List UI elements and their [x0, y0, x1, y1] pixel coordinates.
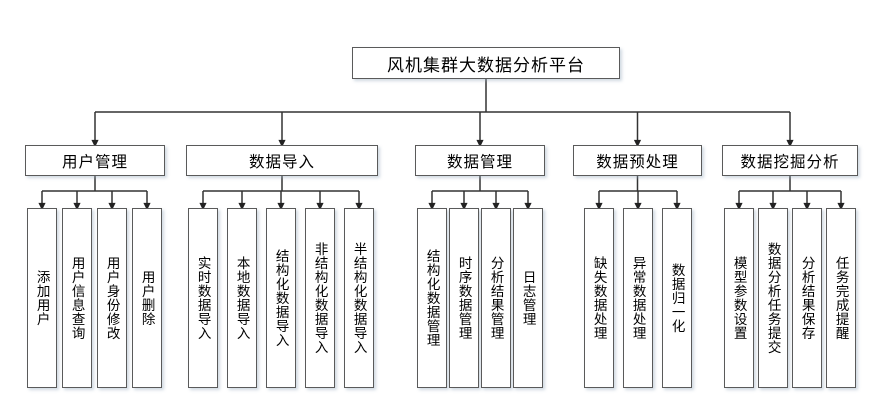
leaf-node[interactable]: 日志管理: [513, 208, 543, 388]
group-node-data-preprocessing[interactable]: 数据预处理: [573, 145, 702, 176]
leaf-node-label: 异常数据处理: [630, 256, 646, 340]
leaf-node[interactable]: 异常数据处理: [623, 208, 653, 388]
group-node-label: 用户管理: [61, 153, 128, 171]
leaf-node[interactable]: 非结构化数据导入: [305, 208, 335, 388]
leaf-node-label: 缺失数据处理: [591, 256, 607, 340]
leaf-node[interactable]: 数据分析任务提交: [758, 208, 788, 388]
leaf-node[interactable]: 结构化数据管理: [417, 208, 447, 388]
leaf-node-label: 数据归一化: [669, 263, 685, 333]
leaf-node-label: 分析结果管理: [488, 256, 504, 340]
leaf-node[interactable]: 用户删除: [132, 208, 162, 388]
leaf-node-label: 时序数据管理: [456, 256, 472, 340]
leaf-node[interactable]: 时序数据管理: [449, 208, 479, 388]
leaf-node-label: 本地数据导入: [234, 256, 250, 340]
group-node-data-mining-analysis[interactable]: 数据挖掘分析: [722, 145, 858, 176]
group-node-data-management[interactable]: 数据管理: [415, 145, 545, 176]
leaf-node-label: 实时数据导入: [195, 256, 211, 340]
leaf-node[interactable]: 用户信息查询: [62, 208, 92, 388]
leaf-node-label: 用户删除: [139, 270, 155, 326]
leaf-node[interactable]: 模型参数设置: [724, 208, 754, 388]
leaf-node[interactable]: 任务完成提醒: [826, 208, 856, 388]
leaf-node-label: 非结构化数据导入: [312, 242, 328, 354]
leaf-node-label: 添加用户: [34, 270, 50, 326]
leaf-node-label: 结构化数据导入: [273, 249, 289, 347]
root-node-label: 风机集群大数据分析平台: [387, 55, 585, 75]
leaf-node-label: 数据分析任务提交: [765, 242, 781, 354]
leaf-node-label: 任务完成提醒: [833, 256, 849, 340]
leaf-node-label: 模型参数设置: [731, 256, 747, 340]
leaf-node[interactable]: 半结构化数据导入: [344, 208, 374, 388]
leaf-node-label: 用户身份修改: [104, 256, 120, 340]
leaf-node-label: 半结构化数据导入: [351, 242, 367, 354]
group-node-user-management[interactable]: 用户管理: [25, 145, 165, 176]
group-node-label: 数据预处理: [596, 153, 679, 171]
group-node-label: 数据导入: [248, 153, 315, 171]
leaf-node-label: 用户信息查询: [69, 256, 85, 340]
group-node-data-import[interactable]: 数据导入: [186, 145, 378, 176]
leaf-node[interactable]: 结构化数据导入: [266, 208, 296, 388]
leaf-node[interactable]: 用户身份修改: [97, 208, 127, 388]
leaf-node[interactable]: 添加用户: [27, 208, 57, 388]
leaf-node-label: 日志管理: [520, 270, 536, 326]
group-node-label: 数据管理: [446, 153, 513, 171]
leaf-node-label: 结构化数据管理: [424, 249, 440, 347]
leaf-node[interactable]: 本地数据导入: [227, 208, 257, 388]
root-node[interactable]: 风机集群大数据分析平台: [352, 47, 620, 79]
leaf-node[interactable]: 分析结果管理: [481, 208, 511, 388]
group-node-label: 数据挖掘分析: [740, 153, 840, 171]
leaf-node-label: 分析结果保存: [799, 256, 815, 340]
leaf-node[interactable]: 缺失数据处理: [584, 208, 614, 388]
leaf-node[interactable]: 分析结果保存: [792, 208, 822, 388]
leaf-node[interactable]: 数据归一化: [662, 208, 692, 388]
leaf-node[interactable]: 实时数据导入: [188, 208, 218, 388]
